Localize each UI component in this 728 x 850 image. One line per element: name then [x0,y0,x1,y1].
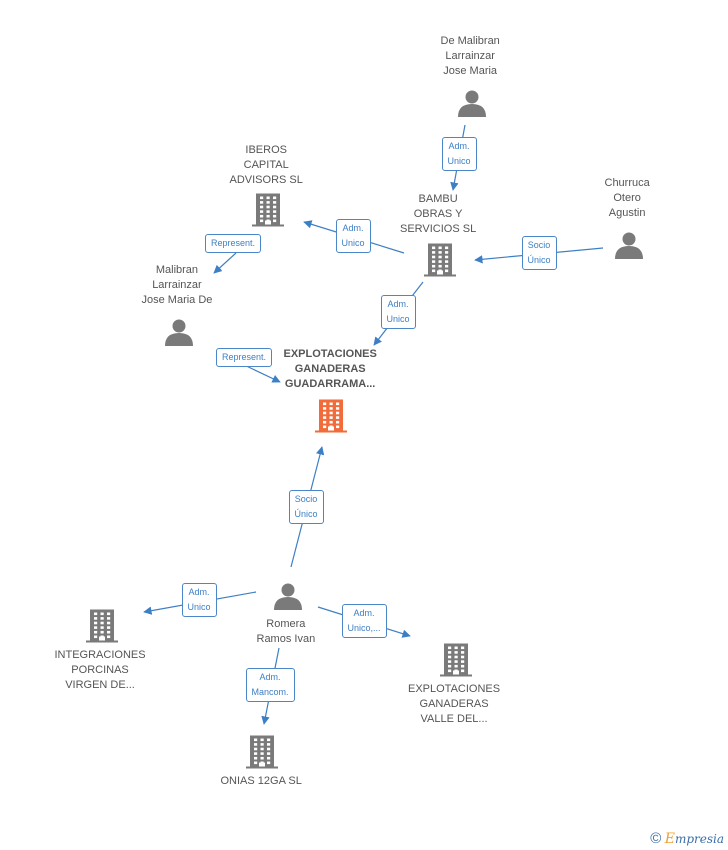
node-label-line: Otero [613,192,641,204]
node-label-line: GANADERAS [419,698,489,710]
edge-label-line: Mancom. [251,687,289,697]
edge-label-romera-integraciones[interactable]: Adm. Unico [181,583,217,617]
node-label-line: GANADERAS [294,363,366,375]
node-label-line: PORCINAS [71,664,129,676]
node-label-bambu[interactable]: BAMBU OBRAS Y SERVICIOS SL [400,192,476,237]
building-icon-onias[interactable] [246,735,278,769]
person-icon-de_malibran[interactable] [458,90,486,118]
building-icon-explotaciones_guadarrama[interactable] [315,399,347,433]
node-label-line: Churruca [604,177,650,189]
edge-label-romera-explotaciones_valle[interactable]: Adm. Unico,... [341,604,387,638]
node-label-line: Ramos Ivan [256,633,316,645]
edge-label-line: Unico [341,238,365,248]
edge-label-de_malibran-bambu[interactable]: Adm. Unico [441,137,477,171]
person-icon-romera[interactable] [274,583,302,611]
brand-logo-initial: E [664,831,675,847]
edge-label-line: Unico [386,314,410,324]
edge-label-line: Unico,... [347,623,381,633]
edge-label-line: Adm. [259,672,281,682]
node-label-line: ONIAS 12GA SL [220,775,302,787]
building-icon-explotaciones_valle[interactable] [440,643,472,677]
edge-label-bambu-explotaciones_guadarrama[interactable]: Adm. Unico [380,295,416,329]
node-label-line: Agustin [608,207,646,219]
copyright-icon: © [650,830,662,847]
building-icon-bambu[interactable] [424,243,456,277]
node-label-line: Jose Maria De [141,294,213,306]
node-label-line: De Malibran [440,35,500,47]
node-label-line: EXPLOTACIONES [283,348,377,360]
building-icon-integraciones[interactable] [86,609,118,643]
edge-label-malibran-explotaciones_guadarrama[interactable]: Represent. [216,347,273,367]
node-label-line: Jose Maria [443,65,498,77]
edge-label-line: Represent. [211,237,256,248]
node-label-line: VALLE DEL... [420,713,488,725]
edge-label-line: Adm. [353,608,375,618]
edge-label-romera-onias[interactable]: Adm. Mancom. [245,668,295,702]
node-label-line: INTEGRACIONES [54,649,146,661]
node-label-line: EXPLOTACIONES [408,683,501,695]
node-label-explotaciones_valle[interactable]: EXPLOTACIONES GANADERAS VALLE DEL... [408,682,500,727]
edge-label-line: Adm. [448,141,470,151]
person-icon-churruca[interactable] [615,232,643,260]
edge-label-line: Adm. [342,223,364,233]
edge-label-line: Único [294,509,318,519]
node-label-line: Malibran [155,264,199,276]
node-label-line: BAMBU [418,193,458,205]
node-label-line: OBRAS Y [413,208,463,220]
edge-label-line: Unico [447,156,471,166]
edge-label-line: Socio [527,240,551,250]
node-label-integraciones[interactable]: INTEGRACIONES PORCINAS VIRGEN DE... [55,648,146,693]
node-label-line: GUADARRAMA... [284,378,376,390]
edge-label-line: Unico [187,602,211,612]
node-label-line: CAPITAL [243,159,289,171]
node-label-line: IBEROS [245,144,287,156]
edge-label-line: Único [527,255,551,265]
edge-label-line: Represent. [222,351,267,362]
node-label-onias[interactable]: ONIAS 12GA SL [221,774,302,789]
footer-brand: © Empresia [650,830,724,847]
node-label-line: ADVISORS SL [229,174,303,186]
node-label-line: SERVICIOS SL [400,223,477,235]
edge-label-line: Socio [294,494,318,504]
edge-label-malibran-iberos[interactable]: Represent. [205,233,262,253]
node-label-explotaciones_guadarrama[interactable]: EXPLOTACIONES GANADERAS GUADARRAMA... [284,347,377,392]
building-icon-iberos[interactable] [252,193,284,227]
node-label-line: Larrainzar [445,50,495,62]
node-label-line: VIRGEN DE... [65,679,135,691]
edge-label-bambu-iberos[interactable]: Adm. Unico [335,219,371,253]
edge-label-line: Adm. [387,299,409,309]
brand-logo-text: mpresia [674,832,724,846]
person-icon-malibran[interactable] [165,319,193,347]
node-label-line: Romera [266,618,306,630]
edge-line-malibran-iberos [213,252,237,274]
node-label-line: Larrainzar [152,279,202,291]
edge-label-line: Adm. [188,587,210,597]
node-label-iberos[interactable]: IBEROS CAPITAL ADVISORS SL [230,143,303,188]
